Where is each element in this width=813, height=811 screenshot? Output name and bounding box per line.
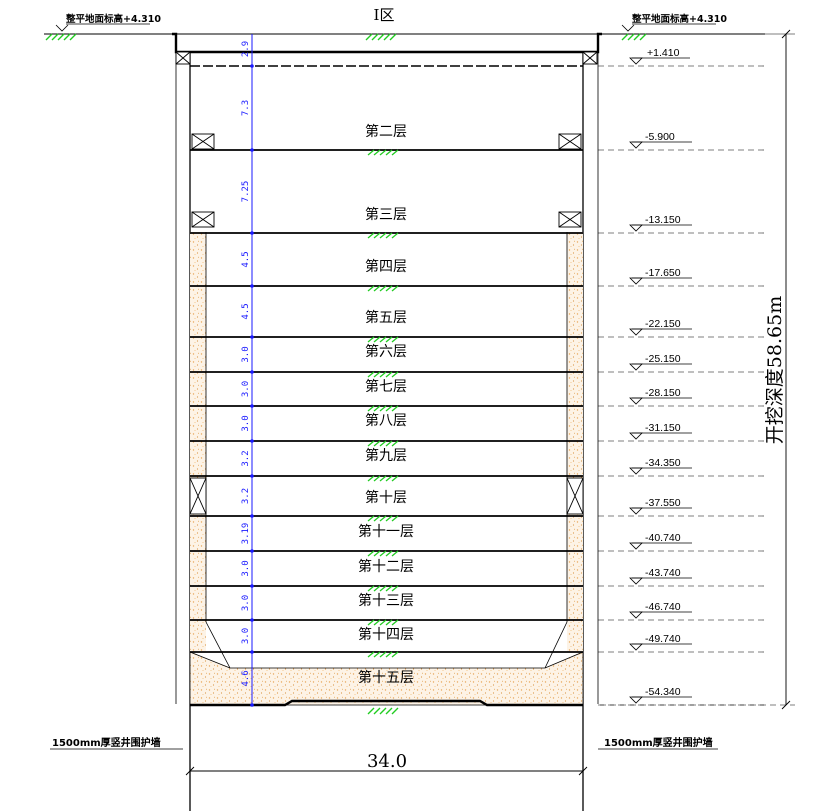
top-elevation-marker: +1.410 xyxy=(598,47,765,67)
elevation-marker-icon xyxy=(629,507,643,515)
width-label: 34.0 xyxy=(367,751,407,772)
floor-label: 第七层 xyxy=(365,378,407,395)
elevation-label: -31.150 xyxy=(645,422,681,434)
dimension-value: 3.19 xyxy=(241,523,251,545)
elevation-label: -54.340 xyxy=(645,686,681,698)
elevation-marker-icon xyxy=(629,467,643,475)
elevation-label: -5.900 xyxy=(645,131,675,143)
elevation-marker-icon xyxy=(629,577,643,585)
slab-hatch-icon xyxy=(367,149,399,156)
elevation-marker-icon xyxy=(629,696,643,704)
elevation-marker-icon xyxy=(629,141,643,149)
slab-hatch-icon xyxy=(367,405,399,412)
slab-hatch-icon xyxy=(367,371,399,378)
elevation-marker-icon xyxy=(629,643,643,651)
dimension-value: 3.0 xyxy=(241,381,251,397)
slab-hatch-icon xyxy=(367,619,399,626)
elevation-label: -17.650 xyxy=(645,267,681,279)
floor-label: 第十一层 xyxy=(358,523,414,540)
elevation-label: -49.740 xyxy=(645,633,681,645)
floor-label: 第十层 xyxy=(365,489,407,506)
elevation-marker-icon xyxy=(629,363,643,371)
slab-hatch-icon xyxy=(367,336,399,343)
wall-right-label: 1500mm厚竖井围护墙 xyxy=(604,736,713,749)
dimension-value: 3.2 xyxy=(241,450,251,466)
dimension-value: 3.0 xyxy=(241,346,251,362)
elevation-label: -25.150 xyxy=(645,353,681,365)
dimension-value: 3.0 xyxy=(241,415,251,431)
elevation-marker-icon xyxy=(55,24,69,32)
slab-hatch-icon xyxy=(367,440,399,447)
dimension-value: 3.0 xyxy=(241,628,251,644)
top-dimension: 2.9 xyxy=(241,41,251,57)
elevation-marker-icon xyxy=(621,24,635,32)
floor-label: 第十二层 xyxy=(358,558,414,575)
ground-right-label: 整平地面标高+4.310 xyxy=(631,13,727,25)
elevation-marker-icon xyxy=(629,542,643,550)
ground-hatch-icons xyxy=(45,33,647,41)
elevation-label: -13.150 xyxy=(645,214,681,226)
floor-label: 第十三层 xyxy=(358,592,414,609)
floor-label: 第六层 xyxy=(365,343,407,360)
wall-left-label: 1500mm厚竖井围护墙 xyxy=(52,736,161,749)
elevation-markers: -5.900 -13.150 -17.650 -22.150 -25.150 -28.15… xyxy=(598,131,765,706)
dimension-value: 7.25 xyxy=(241,181,251,203)
elevation-marker-icon xyxy=(629,432,643,440)
elevation-label: -40.740 xyxy=(645,532,681,544)
slab-hatch-icon xyxy=(367,550,399,557)
elevation-marker-icon xyxy=(629,611,643,619)
wall-labels: 1500mm厚竖井围护墙 1500mm厚竖井围护墙 xyxy=(50,736,718,750)
floor-label: 第八层 xyxy=(365,412,407,429)
slab-hatch-icon xyxy=(367,475,399,482)
strut-boxes xyxy=(175,51,598,515)
dimension-value: 4.5 xyxy=(241,303,251,319)
elevation-label: -46.740 xyxy=(645,601,681,613)
floor-label: 第十五层 xyxy=(358,669,414,686)
dimension-value: 3.2 xyxy=(241,488,251,504)
elevation-marker-icon xyxy=(629,397,643,405)
elevation-label: -22.150 xyxy=(645,318,681,330)
ground-right-label-group: 整平地面标高+4.310 xyxy=(621,13,727,32)
top-elevation-label: +1.410 xyxy=(647,47,680,59)
floor-slabs xyxy=(190,65,583,658)
dimension-value: 3.0 xyxy=(241,560,251,576)
depth-label: 开挖深度58.65m xyxy=(764,296,786,444)
floor-label: 第九层 xyxy=(365,447,407,464)
floor-label: 第三层 xyxy=(365,206,407,223)
width-dimension: 34.0 xyxy=(185,751,588,776)
slab-hatch-icon xyxy=(367,232,399,239)
elevation-label: -37.550 xyxy=(645,497,681,509)
dimension-value: 7.3 xyxy=(241,100,251,116)
slab-hatch-icon xyxy=(367,515,399,522)
elevation-marker-icon xyxy=(629,57,643,65)
slab-hatch-icon xyxy=(367,285,399,292)
floor-label: 第十四层 xyxy=(358,626,414,643)
slab-hatch-icon xyxy=(367,651,399,658)
dimension-value: 4.5 xyxy=(241,251,251,267)
floor-label: 第二层 xyxy=(365,123,407,140)
floor-label: 第四层 xyxy=(365,258,407,275)
elevation-label: -28.150 xyxy=(645,387,681,399)
elevation-label: -43.740 xyxy=(645,567,681,579)
dimension-value: 4.6 xyxy=(241,670,251,686)
elevation-label: -34.350 xyxy=(645,457,681,469)
dimension-value: 3.0 xyxy=(241,595,251,611)
elevation-marker-icon xyxy=(629,277,643,285)
elevation-marker-icon xyxy=(629,224,643,232)
floor-label: 第五层 xyxy=(365,309,407,326)
floor-labels: 第二层第三层第四层第五层第六层第七层第八层第九层第十层第十一层第十二层第十三层第… xyxy=(358,123,414,686)
depth-dimension: 开挖深度58.65m xyxy=(600,29,795,710)
elevation-marker-icon xyxy=(629,328,643,336)
ground-left-label-group: 整平地面标高+4.310 xyxy=(55,13,161,32)
crown-beam xyxy=(172,32,602,54)
base-hatch-icon xyxy=(367,707,399,715)
base-slab xyxy=(190,699,583,707)
section-title: I区 xyxy=(374,6,395,24)
slab-hatch-icon xyxy=(367,585,399,592)
ground-left-label: 整平地面标高+4.310 xyxy=(65,13,161,25)
